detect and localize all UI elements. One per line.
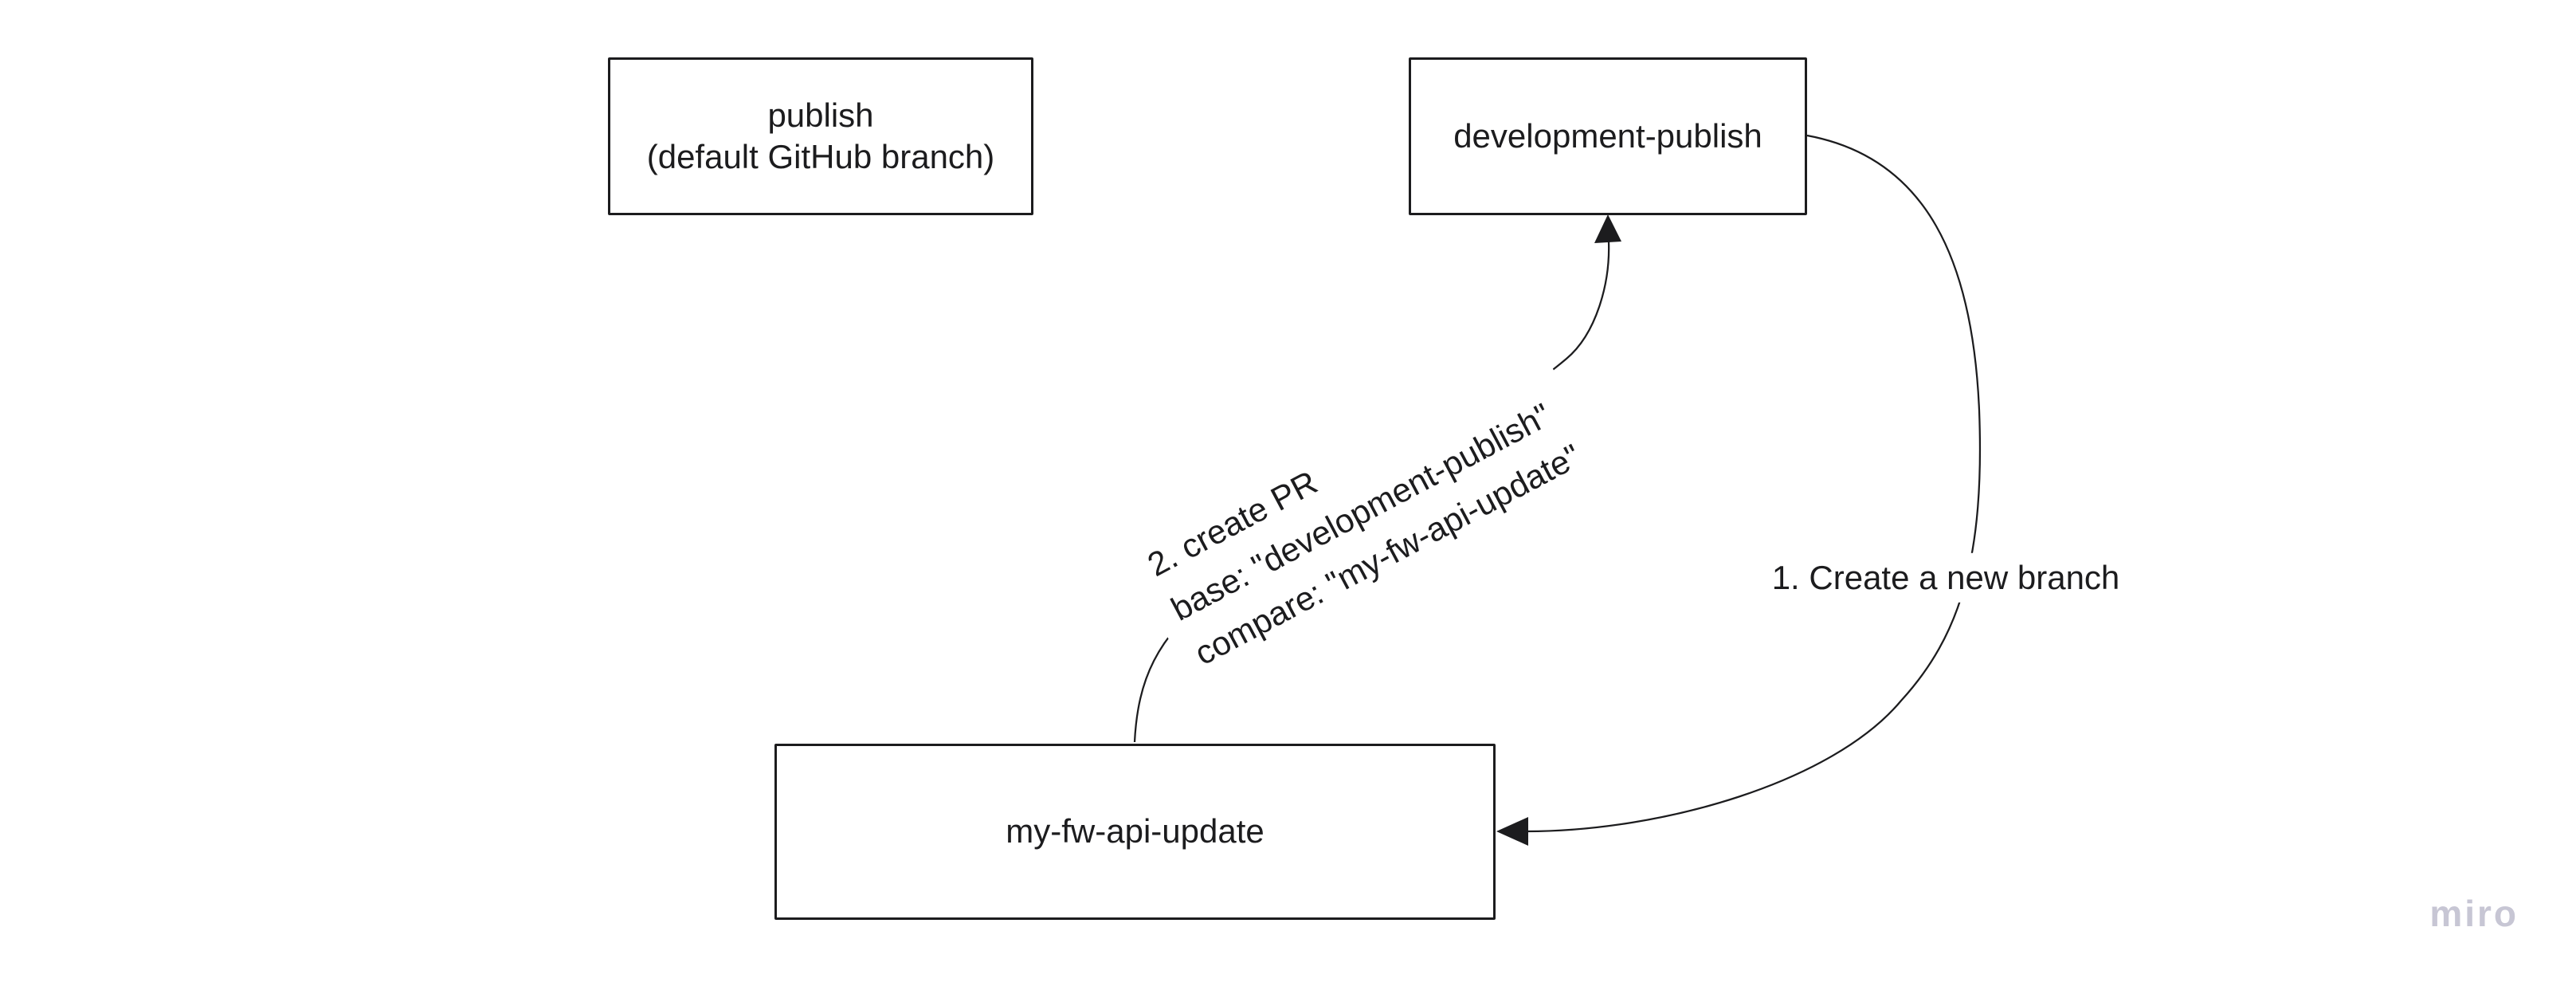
connector-create-pr-arrowhead-icon — [1594, 214, 1621, 243]
connector-create-branch-arrowhead-icon — [1496, 817, 1528, 846]
node-development-publish-label: development-publish — [1453, 116, 1762, 155]
node-my-fw-api-update[interactable]: my-fw-api-update — [774, 744, 1496, 920]
node-development-publish[interactable]: development-publish — [1409, 57, 1807, 215]
node-publish-label: publish (default GitHub branch) — [647, 95, 995, 179]
node-publish[interactable]: publish (default GitHub branch) — [608, 57, 1033, 215]
connector-create-branch-label[interactable]: 1. Create a new branch — [1760, 552, 2131, 603]
node-publish-label-line2: (default GitHub branch) — [646, 138, 995, 175]
node-publish-label-line1: publish — [767, 96, 874, 134]
node-my-fw-api-update-label: my-fw-api-update — [1006, 812, 1264, 850]
miro-watermark-logo: miro — [2429, 893, 2519, 934]
connector-create-pr-label[interactable]: 2. create PR base: "development-publish"… — [1118, 325, 1610, 695]
